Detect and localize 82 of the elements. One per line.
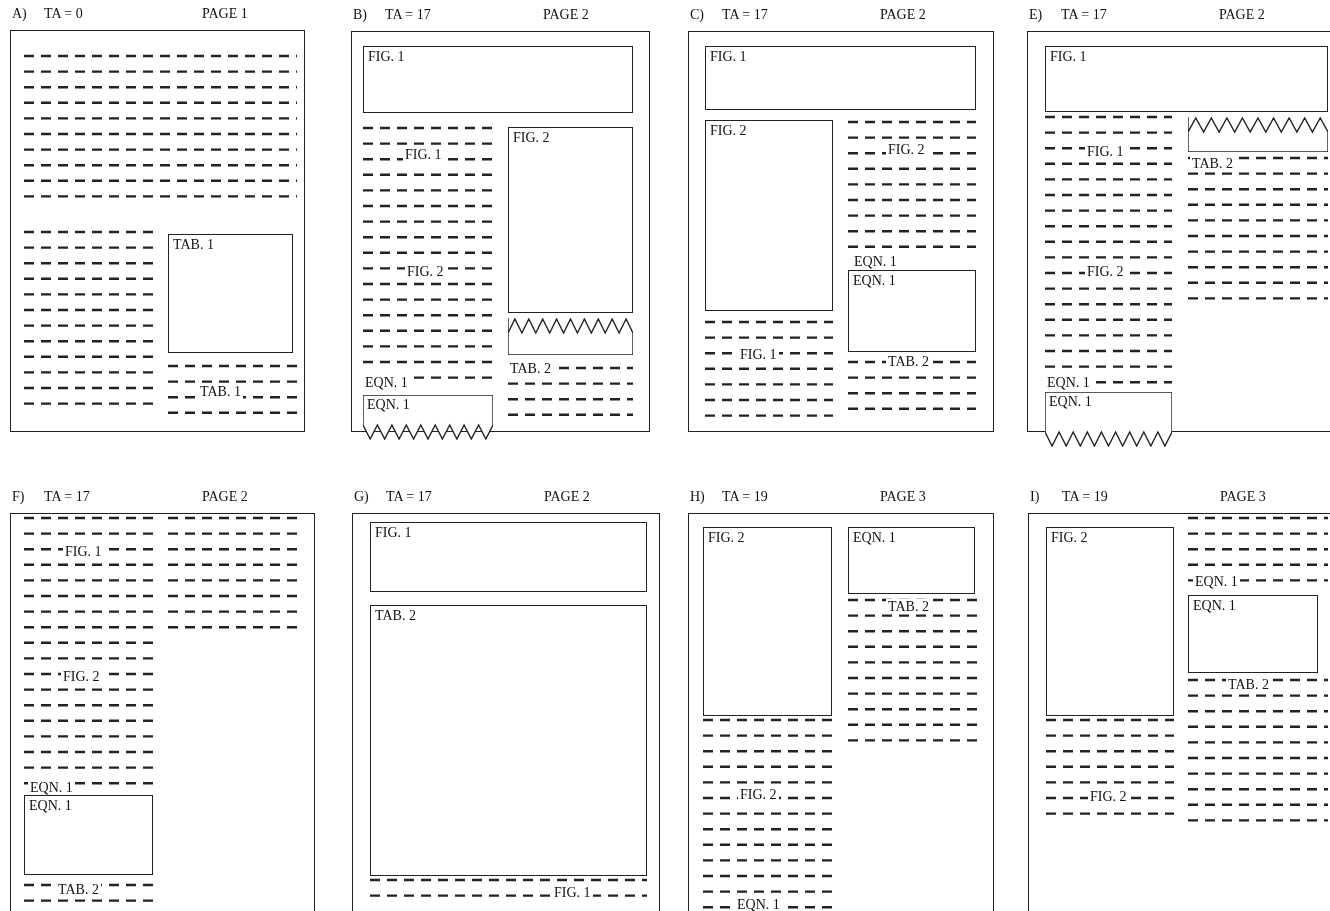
page-number: PAGE 1 (202, 5, 248, 23)
text-reference: EQN. 1 (735, 897, 782, 911)
page-number: PAGE 2 (880, 6, 926, 24)
text-reference: FIG. 2 (1088, 789, 1129, 804)
float-caption: EQN. 1 (29, 798, 72, 814)
float-box (24, 795, 153, 875)
float-caption: FIG. 2 (708, 530, 745, 546)
torn-float-box (508, 318, 633, 355)
float-box (1188, 595, 1318, 673)
text-reference: TAB. 2 (886, 599, 931, 614)
text-reference: TAB. 2 (1226, 677, 1271, 692)
float-box (705, 46, 976, 110)
float-box (370, 522, 647, 592)
text-reference: TAB. 2 (886, 354, 931, 369)
float-box (1046, 527, 1174, 716)
text-reference: TAB. 2 (1190, 156, 1235, 171)
page-number: PAGE 2 (1219, 6, 1265, 24)
torn-float-box (363, 395, 493, 440)
float-caption: EQN. 1 (1193, 598, 1236, 614)
float-caption: FIG. 2 (513, 130, 550, 146)
ta-value: TA = 17 (385, 6, 431, 24)
float-caption: TAB. 2 (375, 608, 416, 624)
page-number: PAGE 2 (202, 488, 248, 506)
float-caption: EQN. 1 (853, 273, 896, 289)
page-number: PAGE 2 (543, 6, 589, 24)
float-box (848, 527, 975, 594)
text-reference: FIG. 2 (61, 669, 102, 684)
text-reference: FIG. 1 (552, 885, 593, 900)
ta-value: TA = 19 (722, 488, 768, 506)
float-box (363, 46, 633, 113)
float-caption: FIG. 1 (710, 49, 747, 65)
ta-value: TA = 19 (1062, 488, 1108, 506)
float-box (848, 270, 976, 352)
text-reference: FIG. 2 (738, 787, 779, 802)
text-reference: FIG. 2 (886, 142, 927, 157)
ta-value: TA = 17 (44, 488, 90, 506)
float-caption: EQN. 1 (367, 397, 410, 413)
torn-float-box (1188, 117, 1328, 152)
page-number: PAGE 2 (544, 488, 590, 506)
text-reference: FIG. 2 (405, 264, 446, 279)
text-reference: FIG. 1 (63, 544, 104, 559)
panel-letter: E) (1029, 6, 1043, 24)
float-box (370, 605, 647, 876)
ta-value: TA = 17 (386, 488, 432, 506)
text-reference: FIG. 2 (1085, 264, 1126, 279)
text-reference: TAB. 2 (56, 882, 101, 897)
text-reference: EQN. 1 (363, 375, 410, 390)
float-caption: FIG. 2 (710, 123, 747, 139)
ta-value: TA = 17 (722, 6, 768, 24)
float-box (1045, 46, 1328, 112)
panel-letter: C) (690, 6, 704, 24)
float-caption: FIG. 1 (368, 49, 405, 65)
float-caption: EQN. 1 (1049, 394, 1092, 410)
text-reference: EQN. 1 (1193, 574, 1240, 589)
float-box (168, 234, 293, 353)
text-reference: TAB. 2 (508, 361, 553, 376)
text-reference: FIG. 1 (738, 347, 779, 362)
ta-value: TA = 0 (44, 5, 83, 23)
float-caption: FIG. 2 (1051, 530, 1088, 546)
panel-letter: H) (690, 488, 705, 506)
page-number: PAGE 3 (1220, 488, 1266, 506)
text-reference: FIG. 1 (403, 147, 444, 162)
text-reference: TAB. 1 (198, 384, 243, 399)
float-box (508, 127, 633, 313)
float-caption: FIG. 1 (1050, 49, 1087, 65)
text-reference: EQN. 1 (28, 780, 75, 795)
panel-letter: A) (12, 5, 27, 23)
panel-letter: F) (12, 488, 25, 506)
torn-float-box (1045, 392, 1172, 447)
panel-letter: B) (353, 6, 367, 24)
text-reference: EQN. 1 (852, 254, 899, 269)
float-box (703, 527, 832, 716)
text-reference: EQN. 1 (1045, 375, 1092, 390)
float-caption: TAB. 1 (173, 237, 214, 253)
float-caption: FIG. 1 (375, 525, 412, 541)
panel-letter: G) (354, 488, 369, 506)
page-number: PAGE 3 (880, 488, 926, 506)
panel-letter: I) (1030, 488, 1040, 506)
text-reference: FIG. 1 (1085, 144, 1126, 159)
float-box (705, 120, 833, 311)
float-caption: EQN. 1 (853, 530, 896, 546)
ta-value: TA = 17 (1061, 6, 1107, 24)
